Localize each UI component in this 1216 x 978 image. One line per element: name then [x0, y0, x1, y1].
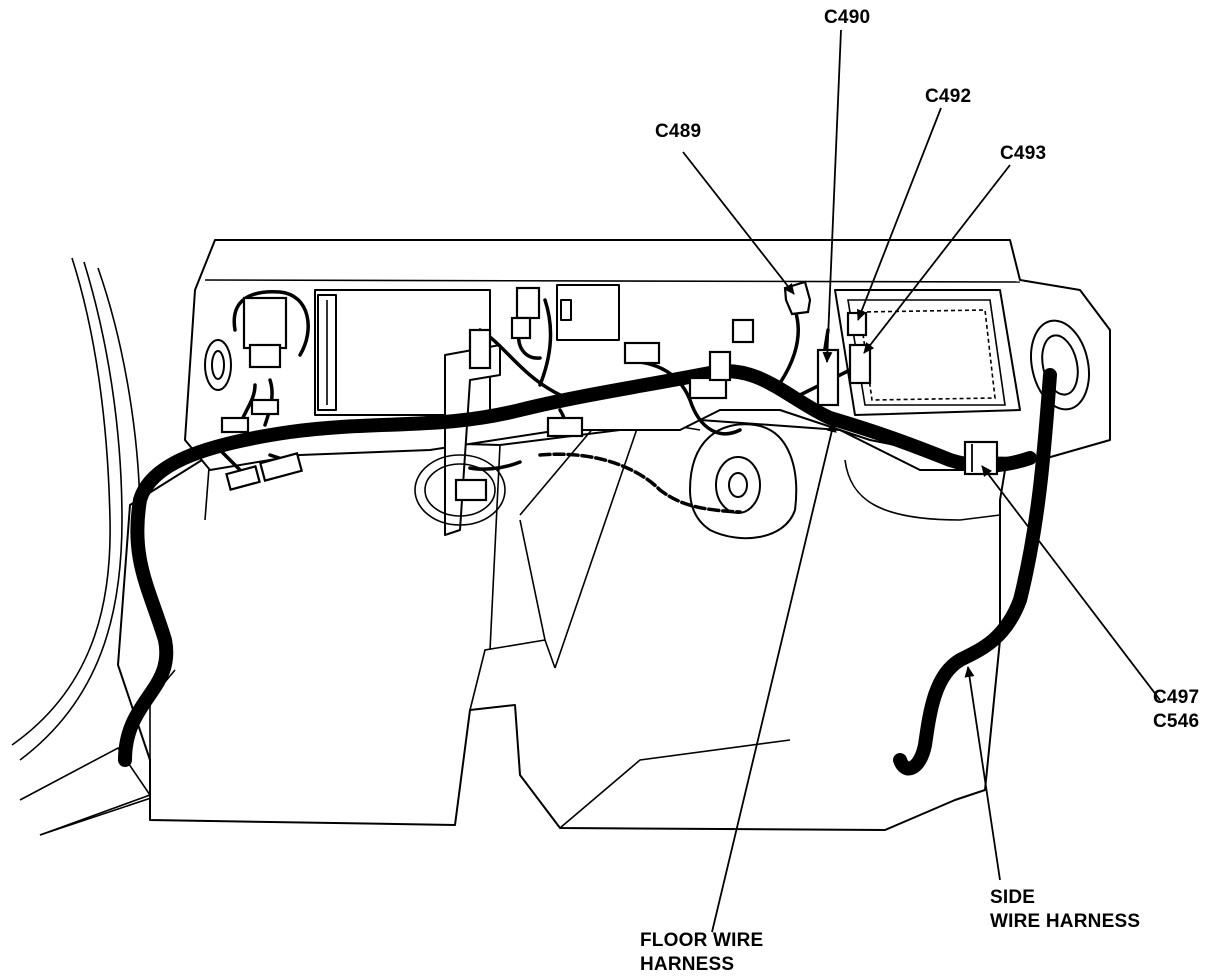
floor-wire-harness-label-line1: FLOOR WIRE: [640, 930, 764, 951]
connectors: [220, 280, 999, 502]
leader-lines: [682, 29, 1161, 933]
c492-label: C492: [925, 86, 972, 107]
c493-label: C493: [1000, 143, 1047, 164]
c497-label: C497: [1153, 687, 1200, 708]
access-plug: [689, 423, 798, 540]
side-wire-harness-label-line1: SIDE: [990, 887, 1036, 908]
relay-box: [556, 284, 620, 341]
floor-wire-harness-path: [118, 364, 1037, 767]
side-wire-harness-label-line2: WIRE HARNESS: [990, 911, 1141, 932]
c490-label: C490: [824, 7, 871, 28]
c493-connector: [848, 343, 872, 385]
c546-label: C546: [1153, 711, 1200, 732]
c489-label: C489: [655, 121, 702, 142]
floor-wire-harness-label-line2: HARNESS: [640, 954, 735, 975]
left-grommet: [204, 339, 232, 391]
side-wire-harness-path: [893, 368, 1057, 776]
c492-connector: [846, 311, 868, 337]
c497-connector: [963, 440, 999, 476]
